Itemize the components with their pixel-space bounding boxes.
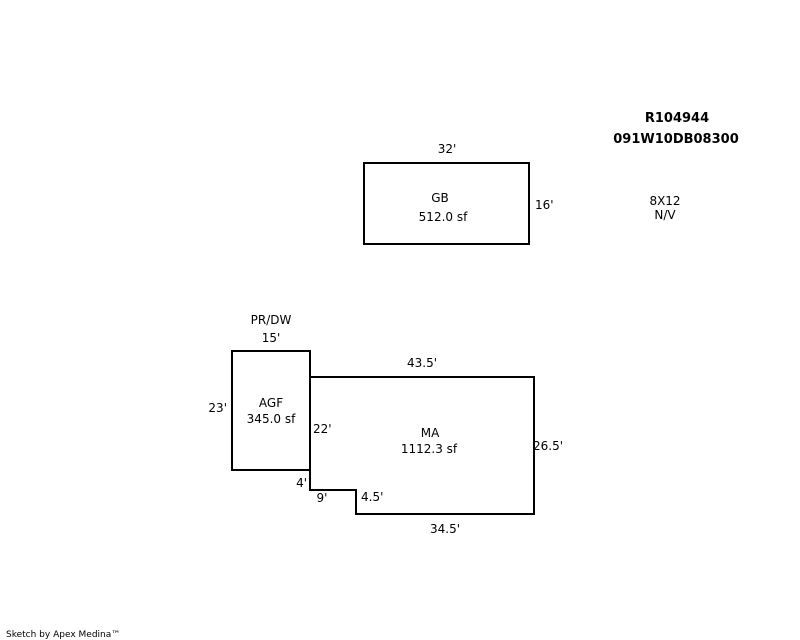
agf-caption: PR/DW (251, 313, 292, 327)
agf-code: AGF (259, 396, 283, 410)
gb-structure: 32' 16' GB 512.0 sf (363, 142, 554, 245)
ma-outline (309, 376, 535, 515)
ma-dim-notch-right: 4.5' (361, 490, 383, 504)
gb-dim-right: 16' (535, 198, 554, 212)
ma-dim-top: 43.5' (407, 356, 437, 370)
agf-outline (231, 350, 311, 471)
agf-dim-top: 15' (262, 331, 281, 345)
ma-dim-bottom: 34.5' (430, 522, 460, 536)
gb-code: GB (431, 191, 449, 205)
gb-dim-top: 32' (438, 142, 457, 156)
sketch-credit: Sketch by Apex Medina™ (6, 630, 120, 640)
map-number: 091W10DB08300 (613, 132, 739, 147)
ma-dim-left: 22' (313, 422, 332, 436)
ma-area: 1112.3 sf (401, 442, 458, 456)
agf-dim-left: 23' (208, 401, 227, 415)
ma-code: MA (421, 426, 440, 440)
ma-structure: 43.5' 26.5' 22' 4' 9' 4.5' 34.5' MA 1112… (296, 356, 563, 536)
ma-dim-notch-left: 4' (296, 476, 307, 490)
outbuilding-size: 8X12 (649, 194, 680, 208)
gb-outline (363, 162, 530, 245)
agf-structure: PR/DW 15' 23' AGF 345.0 sf (208, 313, 311, 471)
ma-dim-notch-bottom: 9' (317, 491, 328, 505)
parcel-id: R104944 (645, 111, 709, 126)
ma-dim-right: 26.5' (533, 439, 563, 453)
gb-area: 512.0 sf (419, 210, 468, 224)
agf-area: 345.0 sf (247, 412, 296, 426)
outbuilding-note: N/V (654, 208, 676, 222)
